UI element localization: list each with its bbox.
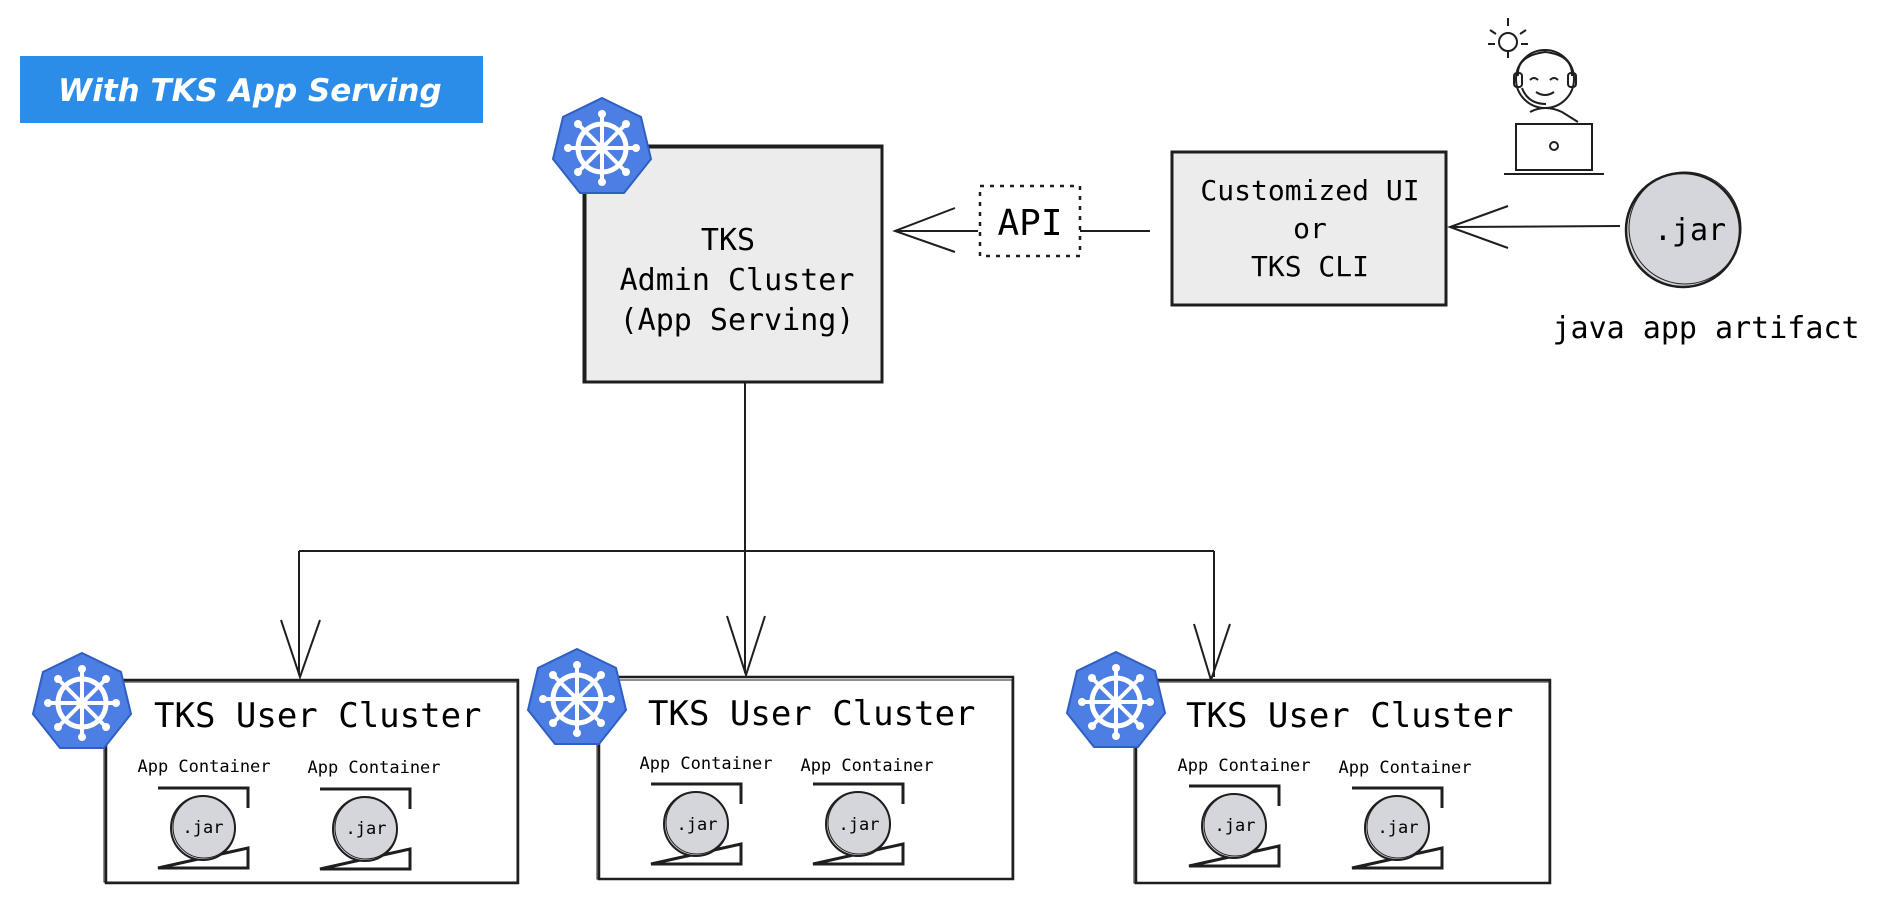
title-banner-text: With TKS App Serving xyxy=(58,73,442,109)
artifact-jar-label: .jar xyxy=(1654,213,1726,248)
jar-label: .jar xyxy=(1378,818,1419,838)
app-container-label: App Container xyxy=(137,757,270,777)
lightbulb-icon xyxy=(1488,18,1528,58)
app-container-label: App Container xyxy=(639,754,772,774)
client-line-3: TKS CLI xyxy=(1251,250,1369,283)
jar-artifact-icon xyxy=(1624,171,1742,289)
kubernetes-logo-icon xyxy=(1067,652,1165,747)
kubernetes-logo-icon xyxy=(33,653,131,748)
user-cluster-2: TKS User Cluster App Container App Conta… xyxy=(528,649,1015,881)
jar-label: .jar xyxy=(346,819,387,839)
api-label: API xyxy=(997,203,1062,244)
user-cluster-3: TKS User Cluster App Container App Conta… xyxy=(1067,652,1552,885)
admin-cluster-box xyxy=(582,144,884,384)
admin-cluster-line-1: TKS xyxy=(701,223,755,258)
user-cluster-title: TKS User Cluster xyxy=(154,696,482,736)
jar-label: .jar xyxy=(1215,816,1256,836)
app-container-label: App Container xyxy=(1177,756,1310,776)
api-box xyxy=(978,184,1082,258)
admin-cluster-line-3: (App Serving) xyxy=(620,303,855,338)
app-container-label: App Container xyxy=(1338,758,1471,778)
jar-label: .jar xyxy=(839,815,880,835)
app-container-label: App Container xyxy=(307,758,440,778)
jar-label: .jar xyxy=(677,815,718,835)
jar-label: .jar xyxy=(183,818,224,838)
app-container-label: App Container xyxy=(800,756,933,776)
kubernetes-logo-icon xyxy=(553,98,651,193)
client-line-1: Customized UI xyxy=(1200,174,1419,207)
admin-cluster-line-2: Admin Cluster xyxy=(620,263,855,298)
client-box xyxy=(1170,150,1448,307)
title-banner xyxy=(20,56,483,123)
developer-at-laptop-icon xyxy=(1504,49,1604,175)
client-line-2: or xyxy=(1293,212,1327,245)
user-cluster-title: TKS User Cluster xyxy=(1186,696,1514,736)
artifact-caption: java app artifact xyxy=(1552,311,1859,346)
user-cluster-1: TKS User Cluster App Container App Conta… xyxy=(33,653,520,885)
kubernetes-logo-icon xyxy=(528,649,626,744)
user-cluster-title: TKS User Cluster xyxy=(648,694,976,734)
